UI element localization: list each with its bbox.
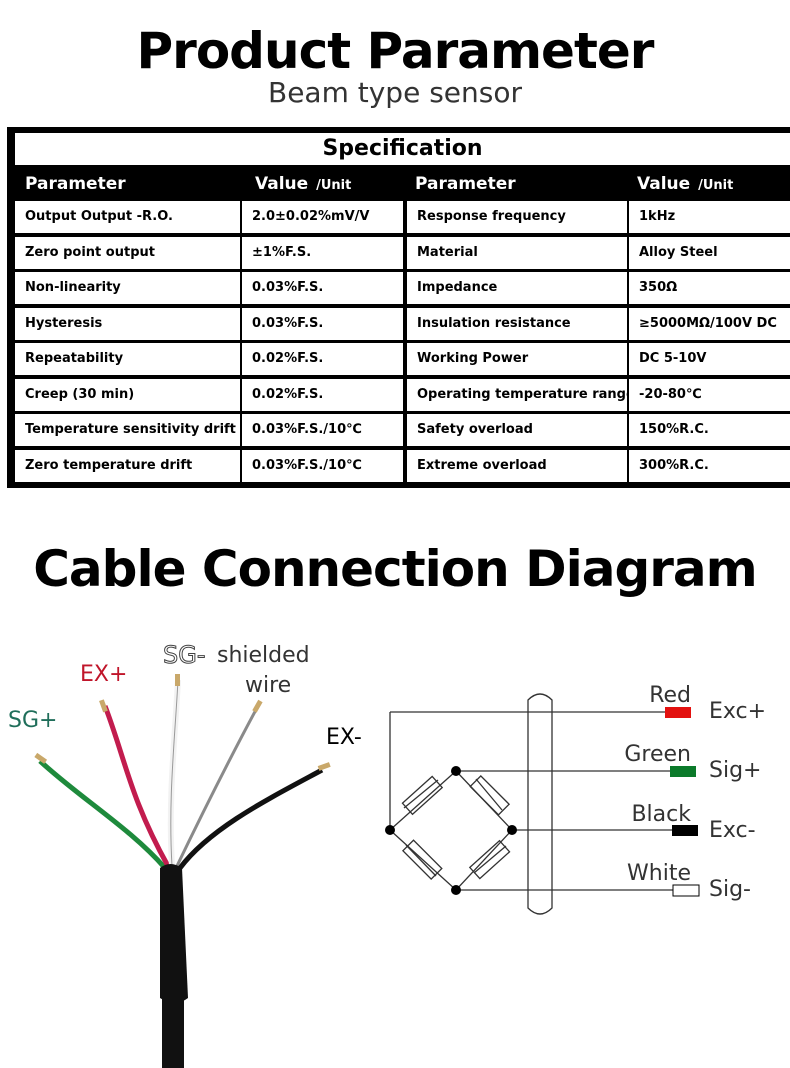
wire-label-sg-plus: SG+ (8, 708, 58, 733)
value-cell: ≥5000MΩ/100V DC (629, 307, 790, 340)
param-cell: Repeatability (15, 343, 240, 375)
table-row: Operating temperature range-20-80℃ (407, 378, 790, 411)
spec-table: Specification Parameter Value /Unit Outp… (7, 127, 790, 488)
table-row: Creep (30 min)0.02%F.S. (15, 378, 403, 411)
swatch-red (665, 707, 691, 718)
param-cell: Hysteresis (15, 307, 240, 340)
col-header-value: Value /Unit (255, 174, 352, 194)
spec-heading: Specification (15, 133, 790, 165)
value-cell: 0.02%F.S. (242, 343, 403, 375)
param-cell: Creep (30 min) (15, 378, 240, 411)
param-cell: Temperature sensitivity drift (15, 414, 240, 446)
signal-label: Sig- (709, 877, 751, 902)
wire-shield (174, 705, 260, 869)
col-header-value: Value /Unit (637, 174, 734, 194)
param-cell: Zero temperature drift (15, 449, 240, 482)
bridge-schematic (385, 693, 700, 915)
table-row: Insulation resistance≥5000MΩ/100V DC (407, 307, 790, 340)
value-cell: DC 5-10V (629, 343, 790, 375)
value-cell: 1kHz (629, 201, 790, 233)
value-cell: 0.02%F.S. (242, 378, 403, 411)
spec-table-right: Parameter Value /Unit Response frequency… (407, 168, 790, 486)
value-cell: 300%R.C. (629, 449, 790, 482)
signal-label: Exc+ (709, 699, 767, 724)
page-title: Product Parameter (136, 22, 655, 80)
wire-label-shielded: shielded (217, 643, 310, 668)
param-cell: Impedance (407, 272, 627, 304)
spec-table-left: Parameter Value /Unit Output Output -R.O… (15, 168, 403, 486)
value-cell: 0.03%F.S./10℃ (242, 414, 403, 446)
value-cell: 2.0±0.02%mV/V (242, 201, 403, 233)
value-cell: 150%R.C. (629, 414, 790, 446)
swatch-white (672, 884, 700, 897)
swatch-green (670, 766, 696, 777)
wire-label-ex-plus: EX+ (80, 662, 128, 687)
wire-color-label: White (627, 861, 691, 886)
param-cell: Operating temperature range (407, 378, 627, 411)
wire-label-wire: wire (245, 673, 292, 698)
param-cell: Safety overload (407, 414, 627, 446)
cable-jacket (160, 864, 188, 1003)
section-title-cable: Cable Connection Diagram (33, 540, 758, 598)
param-cell: Material (407, 236, 627, 269)
value-cell: 350Ω (629, 272, 790, 304)
wire-label-sg-minus: SG- (163, 641, 206, 670)
value-cell: ±1%F.S. (242, 236, 403, 269)
param-cell: Output Output -R.O. (15, 201, 240, 233)
wire-color-label: Green (624, 742, 691, 767)
signal-label: Exc- (709, 818, 756, 843)
wire-black (178, 767, 324, 870)
value-cell: 0.03%F.S./10℃ (242, 449, 403, 482)
value-cell: Alloy Steel (629, 236, 790, 269)
table-row: Zero point output±1%F.S. (15, 236, 403, 269)
param-cell: Insulation resistance (407, 307, 627, 340)
table-row: Output Output -R.O.2.0±0.02%mV/V (15, 201, 403, 233)
param-cell: Zero point output (15, 236, 240, 269)
value-cell: 0.03%F.S. (242, 272, 403, 304)
col-header-parameter: Parameter (25, 174, 126, 194)
wire-white-outline (170, 679, 179, 867)
signal-label: Sig+ (709, 758, 762, 783)
param-cell: Non-linearity (15, 272, 240, 304)
wire-red (102, 705, 171, 868)
swatch-black (672, 825, 698, 836)
value-cell: 0.03%F.S. (242, 307, 403, 340)
page-subtitle: Beam type sensor (267, 76, 522, 109)
value-cell: -20-80℃ (629, 378, 790, 411)
param-cell: Extreme overload (407, 449, 627, 482)
wire-color-label: Red (649, 683, 691, 708)
param-cell: Response frequency (407, 201, 627, 233)
wire-color-label: Black (631, 802, 691, 827)
param-cell: Working Power (407, 343, 627, 375)
wire-green (38, 759, 167, 870)
col-header-parameter: Parameter (415, 174, 516, 194)
wire-label-ex-minus: EX- (326, 725, 362, 750)
cable-illustration (34, 674, 331, 1068)
